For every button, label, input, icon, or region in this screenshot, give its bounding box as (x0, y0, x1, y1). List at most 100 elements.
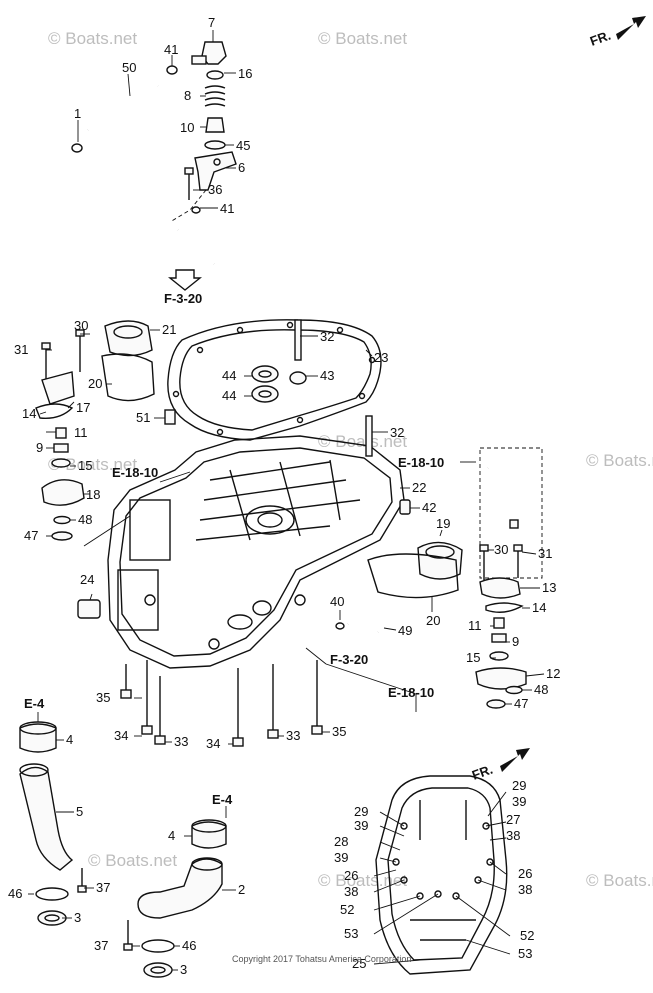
part-label-31b: 31 (538, 546, 552, 561)
part-label-27: 27 (506, 812, 520, 827)
part-label-10: 10 (180, 120, 194, 135)
part-label-44b: 44 (222, 388, 236, 403)
part-label-19: 19 (436, 516, 450, 531)
part-label-25: 25 (352, 956, 366, 971)
part-label-15b: 15 (466, 650, 480, 665)
part-label-3b: 3 (180, 962, 187, 977)
left-components (35, 320, 176, 541)
part-label-37: 37 (96, 880, 110, 895)
part-label-16: 16 (238, 66, 252, 81)
part-label-32: 32 (320, 329, 334, 344)
part-label-35: 35 (96, 690, 110, 705)
housing-bolts (120, 660, 323, 747)
watermark: © Boats.net (318, 871, 407, 890)
vent-assembly (71, 41, 237, 291)
part-label-46: 46 (8, 886, 22, 901)
part-label-13: 13 (542, 580, 556, 595)
part-label-14b: 14 (532, 600, 546, 615)
part-label-29: 29 (512, 778, 526, 793)
watermark: © Boats.net (48, 455, 137, 474)
copyright-text: Copyright 2017 Tohatsu America Corporati… (232, 954, 411, 964)
tube-assembly (19, 712, 227, 978)
part-label-37b: 37 (94, 938, 108, 953)
part-label-34b: 34 (206, 736, 220, 751)
cover-plate (167, 319, 382, 441)
part-label-52: 52 (340, 902, 354, 917)
right-components (335, 447, 543, 709)
fr-label: FR. (588, 28, 613, 49)
part-label-53b: 53 (518, 946, 532, 961)
part-label-47b: 47 (514, 696, 528, 711)
part-label-39b: 39 (354, 818, 368, 833)
watermark: © Boats.net (586, 871, 653, 890)
front-arrow-top: FR. (588, 16, 646, 49)
part-label-11b: 11 (468, 618, 482, 633)
part-label-33b: 33 (174, 734, 188, 749)
part-label-48: 48 (78, 512, 92, 527)
part-labels: 7 41 50 16 8 1 10 45 6 36 41 F-3-20 30 2… (8, 15, 560, 977)
ref-e-4-left: E-4 (24, 696, 45, 711)
part-label-21: 21 (162, 322, 176, 337)
ref-e-18-10-left: E-18-10 (112, 465, 158, 480)
part-label-38c: 38 (518, 882, 532, 897)
part-label-48b: 48 (534, 682, 548, 697)
part-label-43: 43 (320, 368, 334, 383)
part-label-36: 36 (208, 182, 222, 197)
part-label-30: 30 (74, 318, 88, 333)
watermark: © Boats.net (586, 451, 653, 470)
part-label-3: 3 (74, 910, 81, 925)
part-label-5: 5 (76, 804, 83, 819)
part-label-33: 33 (286, 728, 300, 743)
part-label-52b: 52 (520, 928, 534, 943)
part-label-49: 49 (398, 623, 412, 638)
part-label-32b: 32 (390, 425, 404, 440)
ref-f-3-20-bottom: F-3-20 (330, 652, 368, 667)
part-label-46b: 46 (182, 938, 196, 953)
part-label-47: 47 (24, 528, 38, 543)
part-label-29b: 29 (354, 804, 368, 819)
part-label-39: 39 (512, 794, 526, 809)
watermark: © Boats.net (318, 29, 407, 48)
watermark: © Boats.net (318, 432, 407, 451)
part-label-17: 17 (76, 400, 90, 415)
leader-lines (28, 30, 545, 971)
ref-e-18-10-bottom: E-18-10 (388, 685, 434, 700)
part-label-18: 18 (86, 487, 100, 502)
part-label-41: 41 (164, 42, 178, 57)
part-label-34: 34 (114, 728, 128, 743)
part-label-1: 1 (74, 106, 81, 121)
part-label-38b: 38 (344, 884, 358, 899)
part-label-11: 11 (74, 425, 88, 440)
part-label-23: 23 (374, 350, 388, 365)
main-housing (77, 415, 411, 669)
ref-f-3-20-top: F-3-20 (164, 291, 202, 306)
part-label-31: 31 (14, 342, 28, 357)
watermarks: © Boats.net © Boats.net © Boats.net © Bo… (48, 29, 653, 890)
part-label-26: 26 (344, 868, 358, 883)
part-label-24: 24 (80, 572, 94, 587)
part-label-20b: 20 (426, 613, 440, 628)
fr-arrow-icon (616, 16, 646, 40)
part-label-2: 2 (238, 882, 245, 897)
part-label-7: 7 (208, 15, 215, 30)
part-label-41b: 41 (220, 201, 234, 216)
watermark: © Boats.net (88, 851, 177, 870)
part-label-42: 42 (422, 500, 436, 515)
ref-e-18-10-right: E-18-10 (398, 455, 444, 470)
part-label-15: 15 (78, 458, 92, 473)
part-label-38: 38 (506, 828, 520, 843)
part-label-30b: 30 (494, 542, 508, 557)
part-label-40: 40 (330, 594, 344, 609)
part-label-22: 22 (412, 480, 426, 495)
part-label-12: 12 (546, 666, 560, 681)
part-label-44: 44 (222, 368, 236, 383)
part-label-35b: 35 (332, 724, 346, 739)
part-label-39c: 39 (334, 850, 348, 865)
part-label-20: 20 (88, 376, 102, 391)
part-label-9: 9 (36, 440, 43, 455)
watermark: © Boats.net (48, 29, 137, 48)
part-label-26b: 26 (518, 866, 532, 881)
bottom-bracket (375, 775, 508, 975)
ref-e-4-right: E-4 (212, 792, 233, 807)
